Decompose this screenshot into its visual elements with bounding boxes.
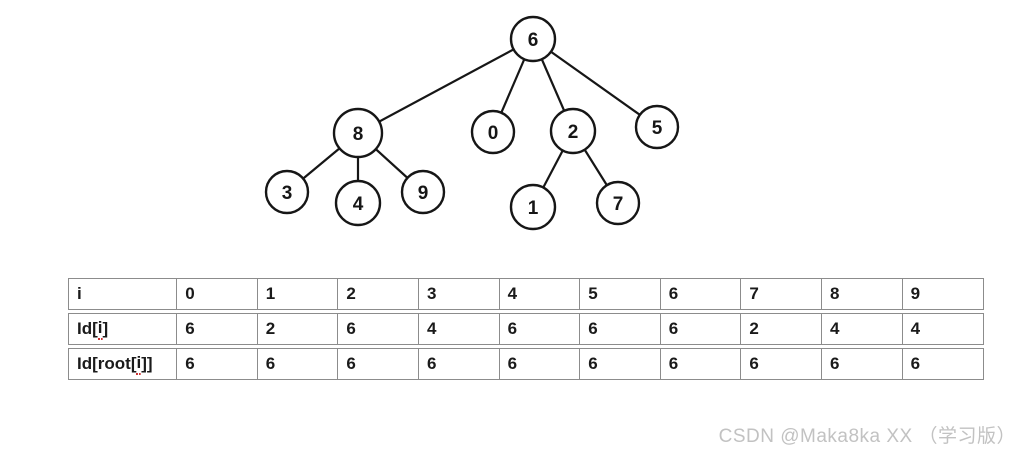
- row-label-i: i: [68, 278, 178, 310]
- tree-node-circle: [332, 107, 384, 159]
- row-label-id-root-i: Id[root[i]]: [68, 348, 178, 380]
- tree-edge-6-8: [357, 38, 534, 134]
- table-cell: 2: [337, 278, 420, 310]
- tree-node-4: 4: [334, 179, 382, 227]
- table-cell: 2: [740, 313, 823, 345]
- tree-node-circle: [334, 179, 382, 227]
- table-cell: 1: [256, 278, 340, 310]
- tree-node-label: 9: [418, 183, 429, 204]
- tree-node-label: 7: [613, 194, 624, 215]
- label-segment: ]]: [141, 354, 153, 373]
- tree-node-label: 3: [282, 183, 293, 204]
- table-cell: 6: [337, 348, 420, 380]
- tree-node-9: 9: [400, 169, 446, 215]
- table-cell: 0: [176, 278, 259, 310]
- table-cell: 5: [579, 278, 662, 310]
- table-cell: 6: [901, 348, 984, 380]
- label-segment: i: [77, 284, 82, 303]
- tree-node-8: 8: [332, 107, 384, 159]
- tree-node-circle: [634, 104, 680, 150]
- tree-node-circle: [509, 183, 557, 231]
- tree-node-label: 4: [353, 194, 364, 215]
- tree-node-circle: [400, 169, 446, 215]
- label-segment-misspelled: i: [97, 318, 103, 340]
- label-segment: ]: [102, 319, 109, 338]
- label-segment: Id[root[: [77, 354, 137, 373]
- table-cell: 8: [821, 278, 904, 310]
- table-cell: 6: [176, 348, 259, 380]
- table-cell: 6: [659, 278, 743, 310]
- table-cell: 4: [418, 313, 501, 345]
- table-cell: 9: [901, 278, 984, 310]
- tree-node-0: 0: [470, 109, 516, 155]
- tree-node-label: 1: [528, 198, 539, 219]
- tree-node-circle: [509, 15, 557, 63]
- tree-node-label: 5: [652, 118, 663, 139]
- table-cell: 6: [659, 313, 743, 345]
- union-find-tree-diagram: 6 8 0 2 5 3 4 9 1 7: [264, 15, 680, 231]
- tree-node-label: 0: [488, 123, 499, 144]
- tree-edge-6-5: [532, 38, 658, 128]
- table-cell: 6: [256, 348, 340, 380]
- tree-node-label: 2: [568, 122, 579, 143]
- tree-node-6: 6: [509, 15, 557, 63]
- table-cell: 6: [337, 313, 420, 345]
- table-cell: 6: [418, 348, 501, 380]
- table-cell: 6: [579, 313, 662, 345]
- table-cell: 6: [740, 348, 823, 380]
- tree-node-3: 3: [264, 169, 310, 215]
- table-cell: 4: [901, 313, 984, 345]
- row-label-id-i: Id[i]: [68, 313, 178, 345]
- tree-node-7: 7: [595, 180, 641, 226]
- tree-node-1: 1: [509, 183, 557, 231]
- table-cell: 3: [418, 278, 501, 310]
- tree-node-label: 8: [353, 124, 364, 145]
- watermark: CSDN @Maka8ka XX （学习版）: [718, 426, 1016, 447]
- tree-node-circle: [264, 169, 310, 215]
- tree-node-5: 5: [634, 104, 680, 150]
- tree-node-2: 2: [549, 107, 597, 155]
- table-cell: 6: [498, 313, 581, 345]
- table-cell: 6: [176, 313, 259, 345]
- table-cell: 6: [821, 348, 904, 380]
- table-cell: 6: [579, 348, 662, 380]
- tree-node-label: 6: [528, 30, 539, 51]
- table-cell: 6: [659, 348, 743, 380]
- table-cell: 7: [740, 278, 823, 310]
- tree-node-circle: [470, 109, 516, 155]
- tree-node-circle: [549, 107, 597, 155]
- table-cell: 6: [498, 348, 581, 380]
- table-cell: 2: [256, 313, 340, 345]
- label-segment-misspelled: i: [136, 353, 142, 375]
- table-cell: 4: [498, 278, 581, 310]
- tree-node-circle: [595, 180, 641, 226]
- table-cell: 4: [821, 313, 904, 345]
- label-segment: Id[: [77, 319, 98, 338]
